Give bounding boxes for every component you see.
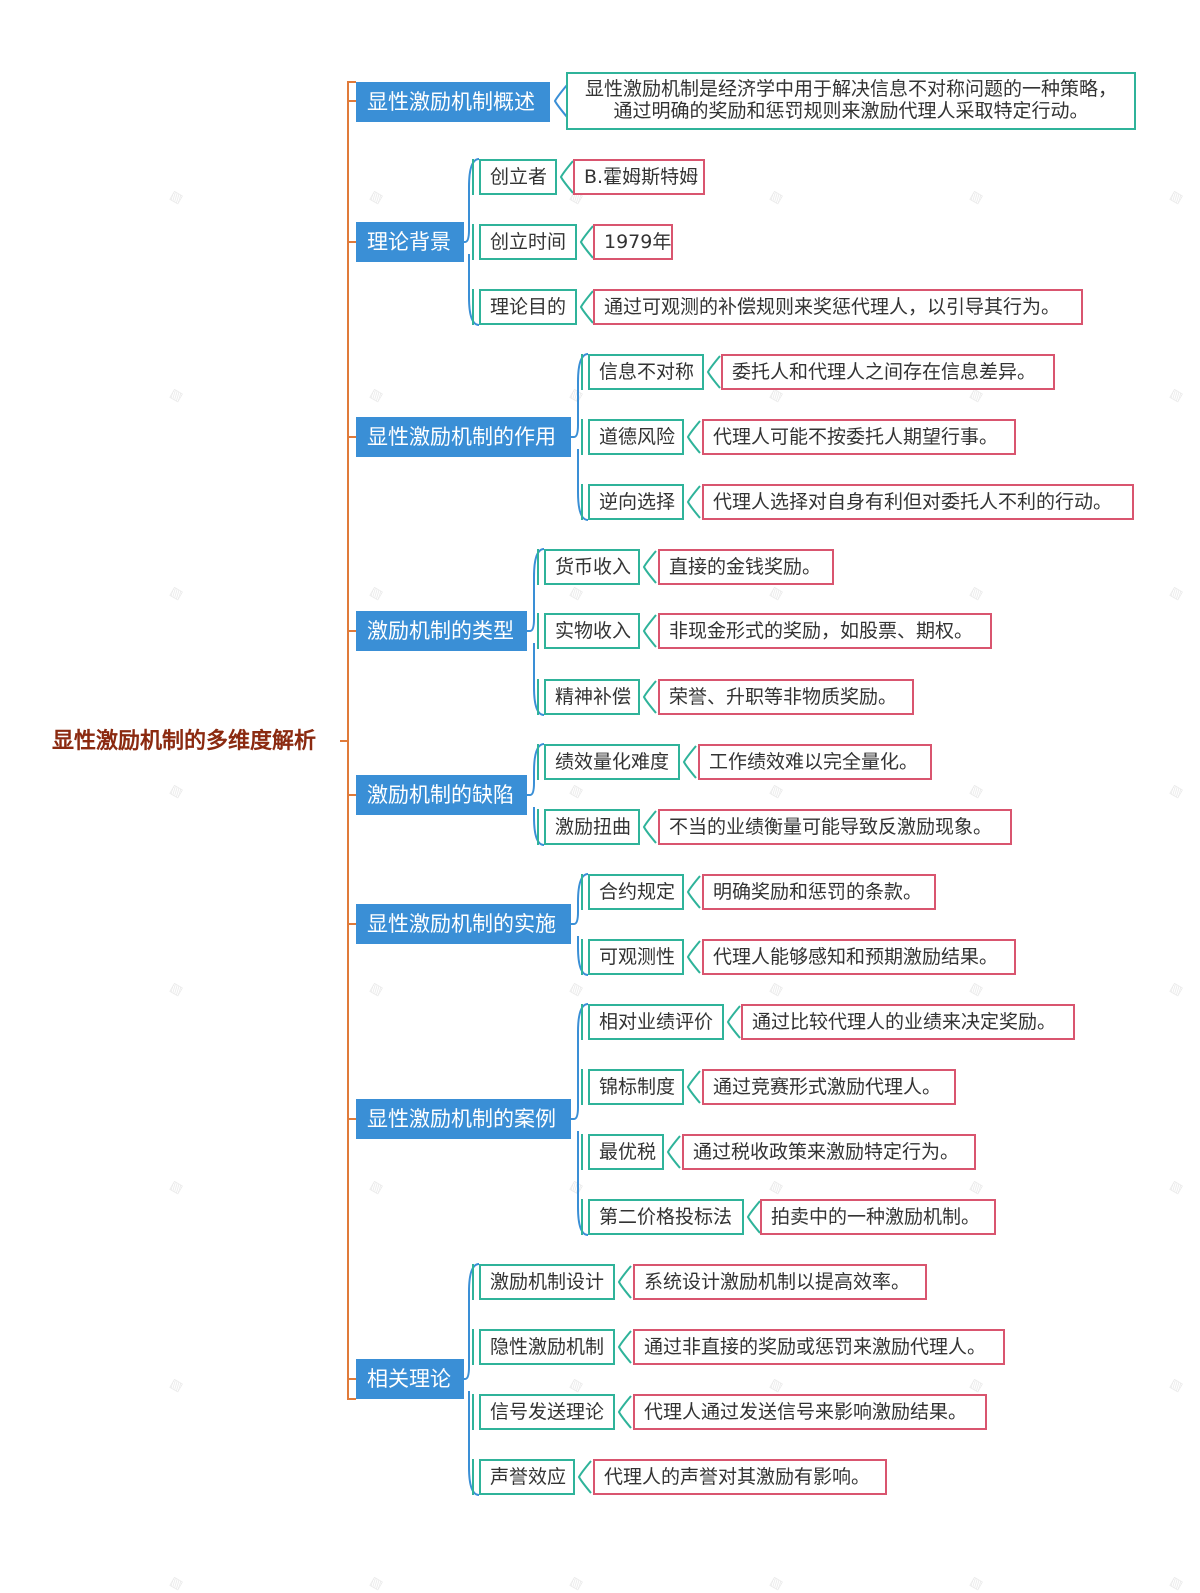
root-trunk — [347, 81, 356, 1400]
detail-mechanism-design: 系统设计激励机制以提高效率。 — [633, 1264, 927, 1300]
detail-monetary-income: 直接的金钱奖励。 — [658, 549, 834, 585]
leaf-connector-0-2 — [579, 290, 594, 324]
subtopic-signaling-theory: 信号发送理论 — [479, 1394, 615, 1430]
detail-adverse-selection: 代理人选择对自身有利但对委托人不利的行动。 — [702, 484, 1134, 520]
root-topic: 显性激励机制的多维度解析 — [52, 729, 317, 754]
subtopic-theory-purpose: 理论目的 — [479, 289, 577, 325]
subtopic-contract-terms: 合约规定 — [588, 874, 684, 910]
branch-down-5 — [577, 1131, 589, 1236]
branch-down-2 — [533, 643, 545, 716]
leaf-connector-1-0 — [706, 355, 721, 389]
leaf-connector-4-0 — [686, 875, 701, 909]
detail-in-kind-income: 非现金形式的奖励，如股票、期权。 — [658, 613, 992, 649]
leaf-connector-0-0 — [559, 160, 574, 194]
detail-contract-terms: 明确奖励和惩罚的条款。 — [702, 874, 936, 910]
detail-second-price-auction: 拍卖中的一种激励机制。 — [760, 1199, 996, 1235]
leaf-connector-5-2 — [666, 1135, 681, 1169]
leaf-connector-3-1 — [642, 810, 657, 844]
category-cases: 显性激励机制的案例 — [356, 1099, 571, 1139]
leaf-connector-6-2 — [617, 1395, 632, 1429]
detail-theory-purpose: 通过可观测的补偿规则来奖惩代理人，以引导其行为。 — [593, 289, 1083, 325]
category-types: 激励机制的类型 — [356, 611, 527, 651]
detail-observability: 代理人能够感知和预期激励结果。 — [702, 939, 1016, 975]
detail-tournament: 通过竞赛形式激励代理人。 — [702, 1069, 956, 1105]
subtopic-observability: 可观测性 — [588, 939, 684, 975]
leaf-connector-5-0 — [726, 1005, 741, 1039]
category-related-theories: 相关理论 — [356, 1359, 464, 1399]
subtopic-spiritual-compensation: 精神补偿 — [544, 679, 640, 715]
subtopic-in-kind-income: 实物收入 — [544, 613, 640, 649]
branch-down-3 — [533, 807, 545, 846]
branch-down-4 — [577, 936, 589, 976]
subtopic-mechanism-design: 激励机制设计 — [479, 1264, 615, 1300]
subtopic-quantification-difficulty: 绩效量化难度 — [544, 744, 680, 780]
subtopic-implicit-incentive: 隐性激励机制 — [479, 1329, 615, 1365]
detail-optimal-tax: 通过税收政策来激励特定行为。 — [682, 1134, 976, 1170]
subtopic-tournament: 锦标制度 — [588, 1069, 684, 1105]
leaf-connector-2-1 — [642, 614, 657, 648]
subtopic-founding-year: 创立时间 — [479, 224, 577, 260]
overview-connector — [553, 84, 568, 118]
category-defects: 激励机制的缺陷 — [356, 775, 527, 815]
leaf-connector-6-3 — [577, 1460, 592, 1494]
leaf-connector-3-0 — [682, 745, 697, 779]
leaf-connector-6-0 — [617, 1265, 632, 1299]
subtopic-optimal-tax: 最优税 — [588, 1134, 664, 1170]
subtopic-moral-hazard: 道德风险 — [588, 419, 684, 455]
leaf-connector-6-1 — [617, 1330, 632, 1364]
leaf-connector-1-2 — [686, 485, 701, 519]
subtopic-information-asymmetry: 信息不对称 — [588, 354, 704, 390]
category-implementation: 显性激励机制的实施 — [356, 904, 571, 944]
detail-signaling-theory: 代理人通过发送信号来影响激励结果。 — [633, 1394, 987, 1430]
branch-down-6 — [468, 1391, 480, 1496]
branch-down-0 — [468, 254, 480, 326]
leaf-connector-4-1 — [686, 940, 701, 974]
subtopic-monetary-income: 货币收入 — [544, 549, 640, 585]
subtopic-adverse-selection: 逆向选择 — [588, 484, 684, 520]
detail-relative-performance: 通过比较代理人的业绩来决定奖励。 — [741, 1004, 1075, 1040]
detail-moral-hazard: 代理人可能不按委托人期望行事。 — [702, 419, 1016, 455]
subtopic-reputation-effect: 声誉效应 — [479, 1459, 575, 1495]
detail-founder: B.霍姆斯特姆 — [573, 159, 705, 195]
overview-topic: 显性激励机制概述 — [356, 82, 550, 122]
subtopic-incentive-distortion: 激励扭曲 — [544, 809, 640, 845]
overview-description-line-2: 通过明确的奖励和惩罚规则来激励代理人采取特定行动。 — [613, 100, 1089, 122]
subtopic-second-price-auction: 第二价格投标法 — [588, 1199, 744, 1235]
category-functions: 显性激励机制的作用 — [356, 417, 571, 457]
detail-information-asymmetry: 委托人和代理人之间存在信息差异。 — [721, 354, 1055, 390]
leaf-connector-5-3 — [746, 1200, 761, 1234]
subtopic-relative-performance: 相对业绩评价 — [588, 1004, 724, 1040]
leaf-connector-2-2 — [642, 680, 657, 714]
subtopic-founder: 创立者 — [479, 159, 557, 195]
detail-reputation-effect: 代理人的声誉对其激励有影响。 — [593, 1459, 887, 1495]
leaf-connector-1-1 — [686, 420, 701, 454]
detail-founding-year: 1979年 — [593, 224, 673, 260]
overview-description-line-1: 显性激励机制是经济学中用于解决信息不对称问题的一种策略， — [584, 78, 1117, 100]
overview-description: 显性激励机制是经济学中用于解决信息不对称问题的一种策略， 通过明确的奖励和惩罚规… — [566, 72, 1136, 130]
leaf-connector-5-1 — [686, 1070, 701, 1104]
detail-quantification-difficulty: 工作绩效难以完全量化。 — [698, 744, 932, 780]
category-theory-background: 理论背景 — [356, 222, 464, 262]
branch-down-1 — [577, 449, 589, 521]
leaf-connector-0-1 — [579, 225, 594, 259]
detail-spiritual-compensation: 荣誉、升职等非物质奖励。 — [658, 679, 914, 715]
detail-incentive-distortion: 不当的业绩衡量可能导致反激励现象。 — [658, 809, 1012, 845]
leaf-connector-2-0 — [642, 550, 657, 584]
detail-implicit-incentive: 通过非直接的奖励或惩罚来激励代理人。 — [633, 1329, 1005, 1365]
